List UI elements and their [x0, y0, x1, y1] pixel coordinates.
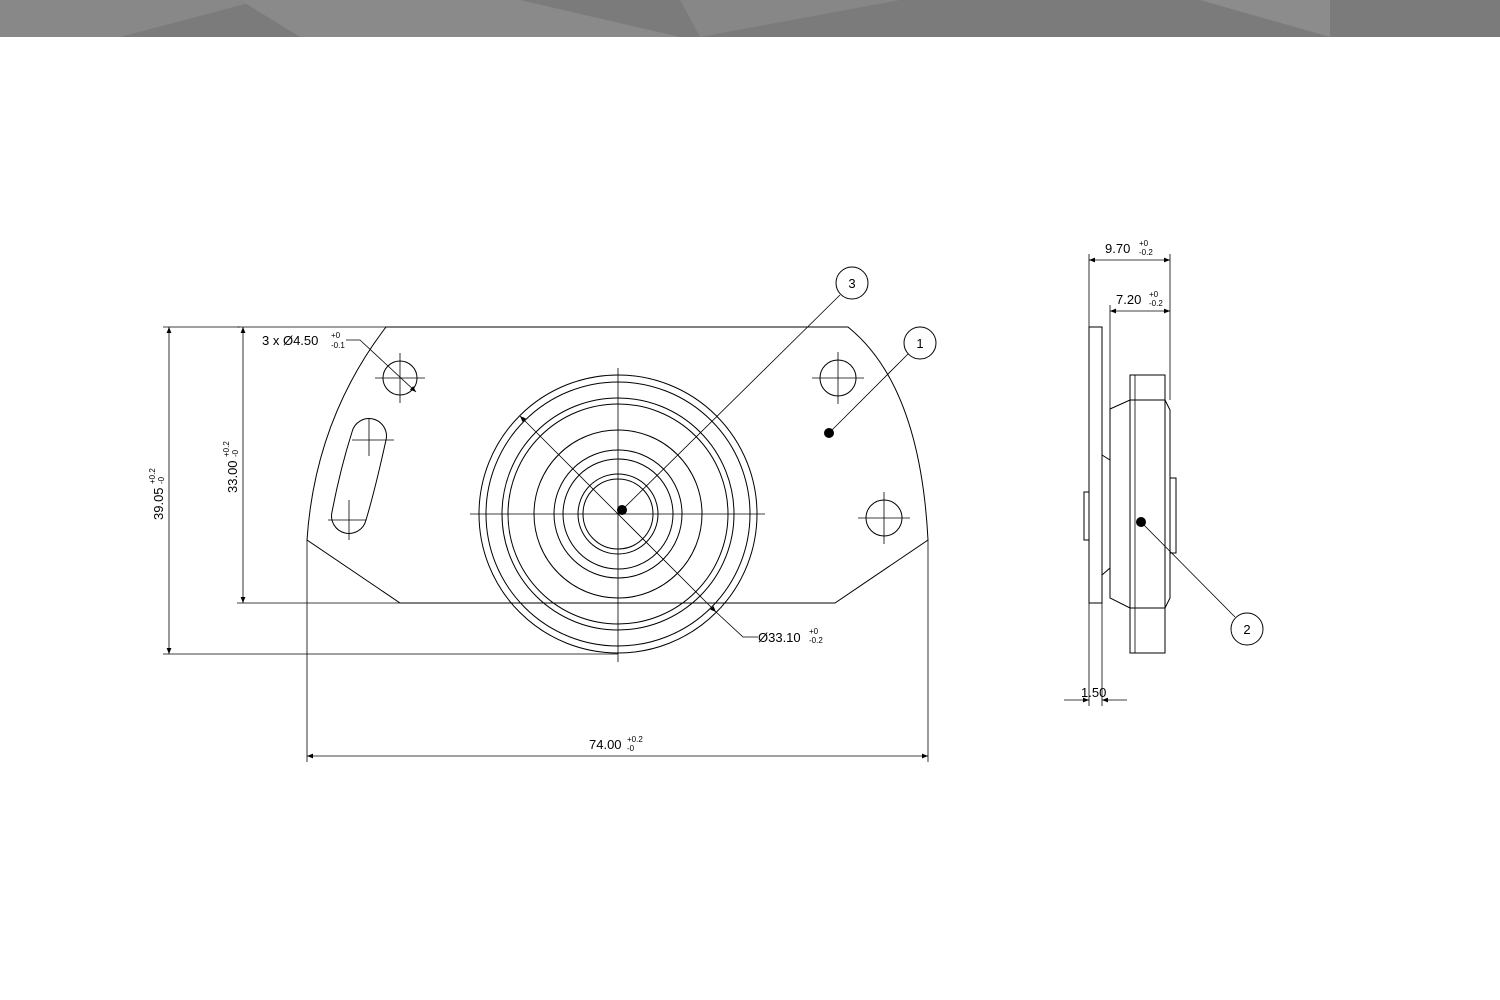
svg-text:3: 3: [848, 276, 855, 291]
svg-text:+0: +0: [1139, 239, 1149, 248]
overall-thickness-dim: 9.70: [1105, 241, 1130, 256]
svg-text:-0.2: -0.2: [1149, 299, 1163, 308]
svg-text:+0: +0: [1149, 290, 1159, 299]
plate-outline: [306, 326, 929, 604]
svg-text:+0: +0: [331, 331, 341, 340]
width-dim: 74.00: [589, 737, 622, 752]
balloon-1: [903, 326, 937, 360]
mounting-hole: [375, 353, 425, 403]
svg-text:+0.2: +0.2: [148, 468, 157, 484]
svg-text:1: 1: [916, 336, 923, 351]
svg-text:-0: -0: [231, 449, 240, 457]
balloon-2: [1230, 612, 1264, 646]
svg-text:+0.2: +0.2: [627, 735, 643, 744]
balloon-3: [835, 266, 869, 300]
svg-text:-0.2: -0.2: [809, 636, 823, 645]
svg-text:+0: +0: [809, 627, 819, 636]
mounting-hole: [812, 352, 864, 404]
svg-text:+0.2: +0.2: [222, 441, 231, 457]
svg-text:-0: -0: [157, 476, 166, 484]
svg-text:-0: -0: [627, 744, 635, 753]
front-view: Ø33.10 +0 -0.2 3 x Ø4.50 +0 -0.1 33.00 +…: [148, 266, 937, 762]
header-band: [0, 0, 1500, 37]
side-view: 9.70 +0 -0.2 7.20 +0 -0.2 1.50 2: [1064, 239, 1264, 706]
inner-height-dim: 33.00: [225, 460, 240, 493]
mounting-hole: [858, 492, 910, 544]
svg-text:2: 2: [1243, 622, 1250, 637]
hole-callout: 3 x Ø4.50: [262, 333, 318, 348]
plate-thickness-dim: 1.50: [1081, 685, 1106, 700]
outer-height-dim: 39.05: [151, 487, 166, 520]
curved-slot: [328, 418, 394, 540]
boss-thickness-dim: 7.20: [1116, 292, 1141, 307]
svg-text:-0.2: -0.2: [1139, 248, 1153, 257]
boss-diameter-dim: Ø33.10: [758, 630, 801, 645]
svg-text:-0.1: -0.1: [331, 341, 345, 350]
